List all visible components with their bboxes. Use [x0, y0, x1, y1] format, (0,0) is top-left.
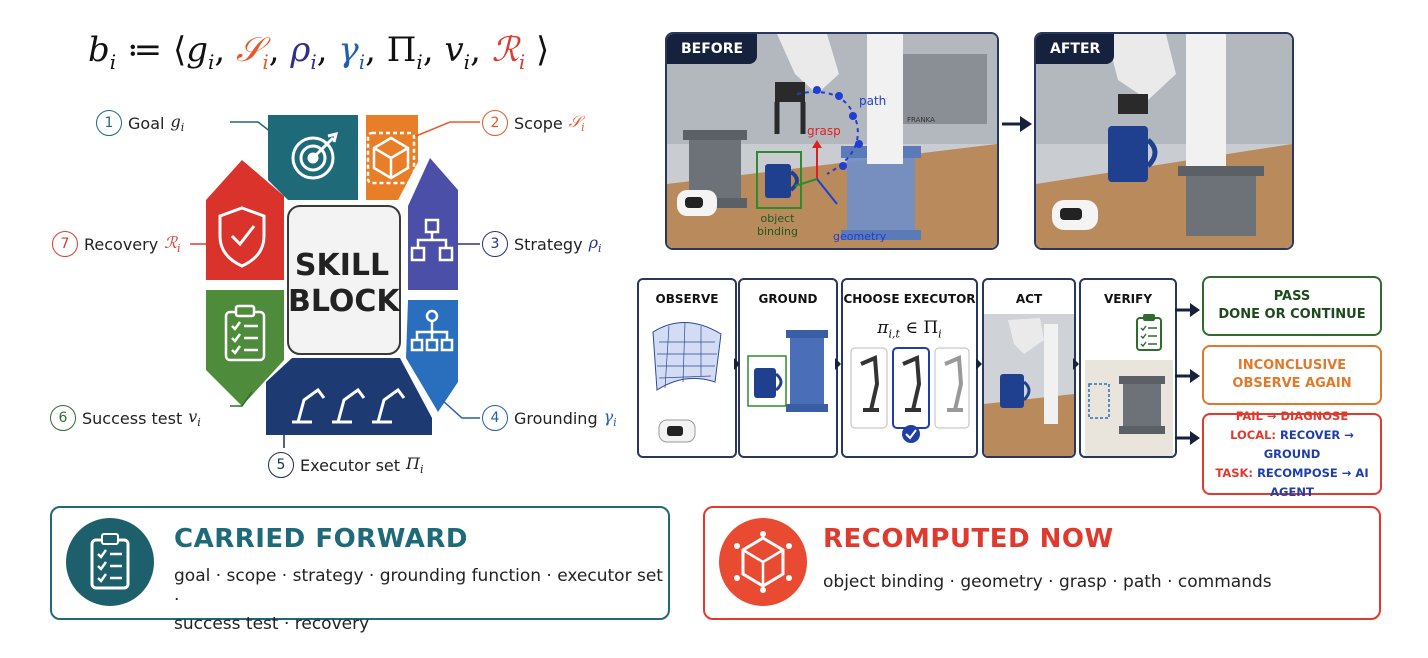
carried-forward-box: CARRIED FORWARD goal · scope · strategy … — [50, 506, 670, 634]
label-executor-set: 5 Executor set Πi — [268, 452, 424, 478]
recomputed-now-items: object binding · geometry · grasp · path… — [823, 572, 1272, 592]
strategy-tile — [408, 158, 458, 290]
label-scope: 2 Scope 𝒮i — [482, 110, 585, 136]
path-label: path — [859, 94, 887, 108]
stage-verify: VERIFY — [1079, 278, 1177, 458]
point-cloud-icon — [652, 321, 722, 443]
robot-arms-icon — [292, 387, 406, 424]
act-scene — [984, 314, 1074, 456]
outcome-fail: FAIL → DIAGNOSE LOCAL: RECOVER → GROUND … — [1202, 409, 1382, 499]
stage-act: ACT — [982, 278, 1076, 458]
cube-icon — [366, 131, 416, 185]
hierarchy-icon — [410, 218, 454, 262]
clipboard-icon — [66, 518, 154, 606]
robot-brand-label: FRANKA — [907, 116, 935, 124]
label-recovery: 7 Recovery ℛi — [52, 231, 180, 257]
after-tag: AFTER — [1036, 34, 1115, 64]
label-success-test: 6 Success test vi — [50, 405, 201, 431]
skill-block-formula: bi ≔ ⟨gi, 𝒮i, ρi, γi, Πi, vi, ℛi ⟩ — [88, 30, 550, 74]
tree-icon — [410, 309, 454, 352]
ground-scene — [747, 330, 828, 412]
target-icon — [291, 131, 339, 180]
before-after-arrow — [1002, 116, 1032, 132]
label-grounding: 4 Grounding γi — [482, 405, 617, 431]
shield-icon — [218, 206, 266, 268]
recomputed-now-box: RECOMPUTED NOW object binding · geometry… — [703, 506, 1381, 620]
label-goal: 1 Goal gi — [96, 110, 184, 136]
stage-ground: GROUND — [738, 278, 838, 458]
after-panel: AFTER — [1034, 32, 1294, 250]
before-tag: BEFORE — [667, 34, 758, 64]
recomputed-now-title: RECOMPUTED NOW — [823, 524, 1114, 554]
grasp-label: grasp — [807, 124, 841, 138]
carried-forward-items: goal · scope · strategy · grounding func… — [174, 566, 663, 634]
before-scene — [667, 34, 997, 248]
executor-formula: πi,t ∈ Πi — [877, 318, 942, 341]
verify-scene — [1085, 314, 1173, 456]
pipeline-arrows — [734, 303, 1200, 445]
stage-observe: OBSERVE — [637, 278, 737, 458]
geometry-label: geometry — [833, 230, 887, 243]
skill-block-diagram — [190, 115, 480, 448]
carried-forward-title: CARRIED FORWARD — [174, 524, 468, 554]
after-scene — [1036, 34, 1292, 248]
executor-options — [850, 347, 970, 443]
label-strategy: 3 Strategy ρi — [482, 231, 602, 257]
recovery-tile — [206, 160, 284, 280]
clipboard-icon — [224, 304, 266, 362]
grounding-tile — [406, 300, 458, 412]
cube-icon — [719, 518, 807, 606]
